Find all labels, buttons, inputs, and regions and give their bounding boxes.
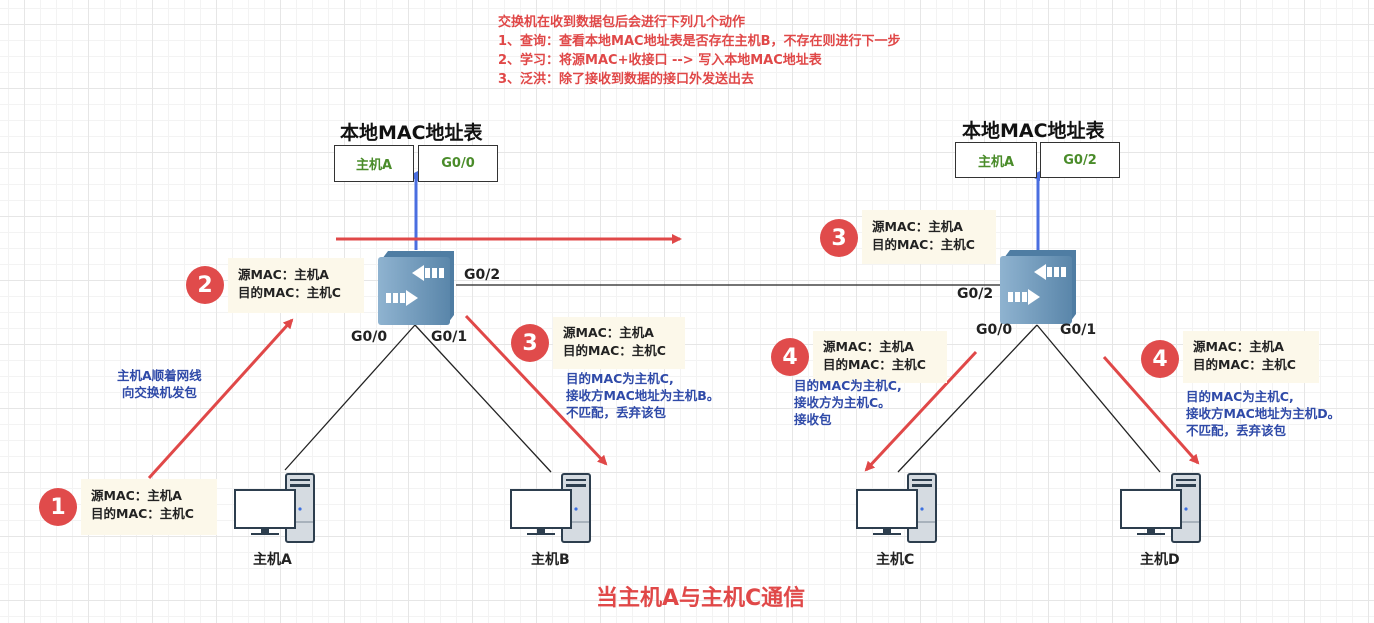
switch-1-port-g01: G0/1 <box>431 329 468 345</box>
frame-src: 源MAC：主机A <box>563 325 654 340</box>
host-c-annotation-line: 目的MAC为主机C, <box>794 378 902 393</box>
host-b-annotation-line: 目的MAC为主机C, <box>566 371 674 386</box>
mac-table-1-host: 主机A <box>334 145 414 182</box>
host-d-annotation-line: 接收方MAC地址为主机D。 <box>1186 406 1341 421</box>
frame-src: 源MAC：主机A <box>823 339 914 354</box>
frame-src: 源MAC：主机A <box>872 219 963 234</box>
host-b-label: 主机B <box>531 552 570 568</box>
frame-info-4b: 源MAC：主机A 目的MAC：主机C <box>1183 331 1319 383</box>
notes-step-3: 3、泛洪：除了接收到数据的接口外发送出去 <box>498 72 755 87</box>
switch-2-port-g00: G0/0 <box>976 322 1013 338</box>
host-c-annotation-line: 接收包 <box>794 412 832 427</box>
host-c-annotation: 目的MAC为主机C, 接收方为主机C。 接收包 <box>794 377 902 428</box>
frame-info-2: 源MAC：主机A 目的MAC：主机C <box>228 258 364 313</box>
host-c-icon[interactable] <box>856 472 940 546</box>
diagram-caption: 当主机A与主机C通信 <box>596 586 806 611</box>
host-d-annotation: 目的MAC为主机C, 接收方MAC地址为主机D。 不匹配，丢弃该包 <box>1186 388 1340 439</box>
flow-arrow-4a <box>864 350 978 472</box>
host-b-annotation: 目的MAC为主机C, 接收方MAC地址为主机B。 不匹配，丢弃该包 <box>566 370 719 421</box>
host-c-annotation-line: 接收方为主机C。 <box>794 395 891 410</box>
frame-info-3b: 源MAC：主机A 目的MAC：主机C <box>862 210 996 264</box>
step-badge-3b: 3 <box>820 219 858 257</box>
switch-1-port-g00: G0/0 <box>351 329 388 345</box>
frame-dst: 目的MAC：主机C <box>563 343 666 358</box>
host-d-annotation-line: 目的MAC为主机C, <box>1186 389 1294 404</box>
switch-2-icon[interactable] <box>998 248 1078 326</box>
notes-step-1: 1、查询：查看本地MAC地址表是否存在主机B，不存在则进行下一步 <box>498 34 901 49</box>
switch-1-port-g02: G0/2 <box>464 267 501 283</box>
frame-dst: 目的MAC：主机C <box>91 506 194 521</box>
frame-info-1: 源MAC：主机A 目的MAC：主机C <box>81 479 217 535</box>
step-badge-2: 2 <box>186 266 224 304</box>
mac-table-2-host: 主机A <box>955 142 1037 178</box>
mac-table-1-port: G0/0 <box>418 145 498 182</box>
mac-table-title-1: 本地MAC地址表 <box>340 122 483 144</box>
switch-2-port-g01: G0/1 <box>1060 322 1097 338</box>
frame-info-3a: 源MAC：主机A 目的MAC：主机C <box>553 317 685 369</box>
host-b-icon[interactable] <box>510 472 594 546</box>
host-d-label: 主机D <box>1140 552 1180 568</box>
mac-table-2-port: G0/2 <box>1040 142 1120 178</box>
mac-table-title-2: 本地MAC地址表 <box>962 120 1105 142</box>
host-d-icon[interactable] <box>1120 472 1204 546</box>
host-a-icon[interactable] <box>234 472 318 546</box>
host-c-label: 主机C <box>876 552 915 568</box>
switch-2-port-g02: G0/2 <box>957 286 994 302</box>
send-annotation-line: 主机A顺着网线 <box>117 368 202 383</box>
link-sw1-hostA <box>284 324 416 471</box>
frame-src: 源MAC：主机A <box>238 267 329 282</box>
step-badge-4a: 4 <box>771 338 809 376</box>
step-badge-1: 1 <box>39 488 77 526</box>
notes-step-2: 2、学习：将源MAC+收接口 --> 写入本地MAC地址表 <box>498 53 822 68</box>
link-sw1-hostB <box>414 324 552 473</box>
frame-info-4a: 源MAC：主机A 目的MAC：主机C <box>813 331 947 383</box>
switch-actions-notes: 交换机在收到数据包后会进行下列几个动作 1、查询：查看本地MAC地址表是否存在主… <box>498 13 901 89</box>
step-badge-4b: 4 <box>1141 340 1179 378</box>
flow-arrow-1 <box>147 318 294 480</box>
switch-1-icon[interactable] <box>376 249 456 327</box>
host-b-annotation-line: 接收方MAC地址为主机B。 <box>566 388 720 403</box>
frame-dst: 目的MAC：主机C <box>872 237 975 252</box>
host-d-annotation-line: 不匹配，丢弃该包 <box>1186 423 1287 438</box>
notes-title: 交换机在收到数据包后会进行下列几个动作 <box>498 15 746 30</box>
send-annotation: 主机A顺着网线 向交换机发包 <box>117 367 202 401</box>
flow-arrow-3 <box>464 314 608 466</box>
link-sw2-hostC <box>897 324 1038 473</box>
frame-dst: 目的MAC：主机C <box>238 285 341 300</box>
step-badge-3a: 3 <box>511 324 549 362</box>
flow-arrow-4b <box>1102 356 1200 465</box>
send-annotation-line: 向交换机发包 <box>121 385 197 400</box>
host-b-annotation-line: 不匹配，丢弃该包 <box>566 405 667 420</box>
frame-dst: 目的MAC：主机C <box>1193 357 1296 372</box>
frame-src: 源MAC：主机A <box>1193 339 1284 354</box>
host-a-label: 主机A <box>253 552 292 568</box>
link-sw2-hostD <box>1036 324 1161 473</box>
frame-dst: 目的MAC：主机C <box>823 357 926 372</box>
frame-src: 源MAC：主机A <box>91 488 182 503</box>
